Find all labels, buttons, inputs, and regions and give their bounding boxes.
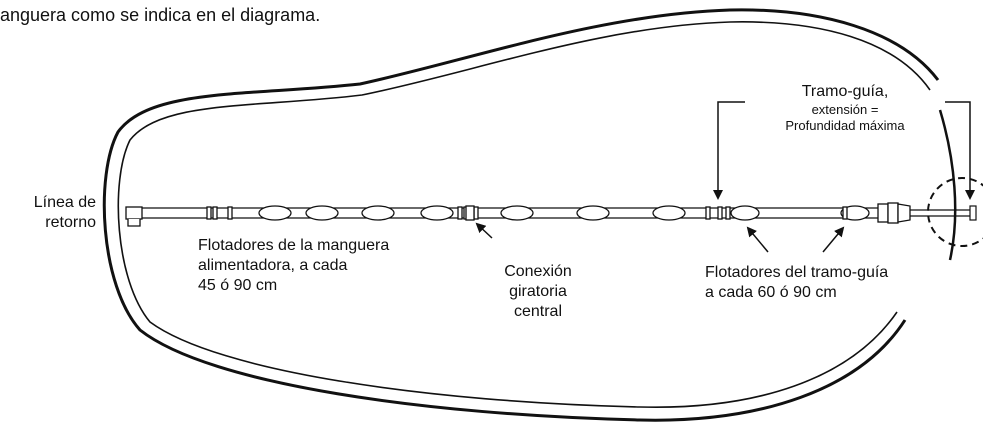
arrow-tramo-float-2 xyxy=(822,226,845,253)
float xyxy=(576,205,610,221)
label-linea-retorno: Línea de retorno xyxy=(33,194,96,231)
label-flotadores-tramo: Flotadores del tramo-guía a cada 60 ó 90… xyxy=(705,264,889,301)
dashed-circle xyxy=(927,177,983,247)
float xyxy=(500,205,534,221)
pool-inner-wall xyxy=(117,21,931,408)
pool-outer-wall xyxy=(102,8,940,422)
return-line-connector xyxy=(125,206,143,227)
float xyxy=(652,205,686,221)
float xyxy=(305,205,339,221)
central-swivel xyxy=(465,205,475,221)
label-conexion: Conexión giratoria central xyxy=(504,263,572,320)
float xyxy=(361,205,395,221)
float xyxy=(840,205,870,221)
arrow-tramo-float-1 xyxy=(746,226,769,253)
header-text: anguera como se indica en el diagrama. xyxy=(0,5,321,25)
cleaner-connector xyxy=(877,202,911,224)
bracket-left xyxy=(713,101,745,200)
float xyxy=(730,205,760,221)
label-tramo-guia: Tramo-guía, extensión = Profundidad máxi… xyxy=(785,83,905,133)
bracket-right xyxy=(945,101,975,200)
arrow-conexion xyxy=(475,222,493,239)
float xyxy=(420,205,454,221)
float xyxy=(258,205,292,221)
hose-couplings xyxy=(206,206,848,220)
label-flotadores-manguera: Flotadores de la manguera alimentadora, … xyxy=(198,237,390,294)
feed-hose-floats xyxy=(258,205,870,221)
